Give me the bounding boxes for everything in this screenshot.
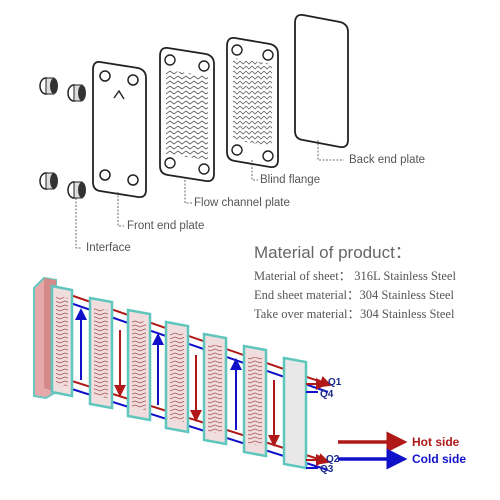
- material-line-take-over: Take over material：304 Stainless Steel: [254, 307, 455, 321]
- plate-back: [282, 356, 308, 470]
- port-q3-label: Q3: [320, 464, 334, 475]
- material-title: Material of product：: [254, 243, 412, 262]
- material-line-end-sheet: End sheet material：304 Stainless Steel: [254, 288, 454, 302]
- plate-5: [202, 332, 228, 446]
- fitting-top-right: [67, 84, 86, 102]
- legend: [338, 431, 408, 470]
- plate-4: [164, 320, 190, 434]
- flow-channel-plate: [159, 47, 215, 183]
- flow-channel-plate-label: Flow channel plate: [194, 197, 290, 209]
- fitting-bottom-right: [67, 181, 86, 199]
- leader-lines: [75, 140, 344, 249]
- fitting-top-left: [39, 77, 58, 95]
- back-end-plate-label: Back end plate: [349, 154, 426, 166]
- flow-diagram: [33, 276, 332, 471]
- plate-3: [126, 308, 152, 422]
- blind-flange-label: Blind flange: [260, 174, 321, 186]
- port-q1-label: Q1: [328, 377, 342, 388]
- blind-flange: [226, 37, 279, 169]
- plate-6: [242, 344, 268, 458]
- plate-1: [50, 284, 74, 398]
- fitting-bottom-left: [39, 172, 58, 190]
- material-line-sheet: Material of sheet： 316L Stainless Steel: [254, 269, 456, 283]
- back-end-plate: [294, 14, 349, 149]
- interface-fittings: [39, 77, 86, 199]
- cold-side-label: Cold side: [412, 452, 467, 466]
- front-end-plate-label: Front end plate: [127, 220, 205, 232]
- hot-side-label: Hot side: [412, 435, 460, 449]
- plate-2: [88, 296, 114, 410]
- front-end-plate: [92, 61, 147, 199]
- port-q4-label: Q4: [320, 389, 334, 400]
- port-q2-label: Q2: [326, 454, 340, 465]
- interface-label: Interface: [86, 242, 131, 254]
